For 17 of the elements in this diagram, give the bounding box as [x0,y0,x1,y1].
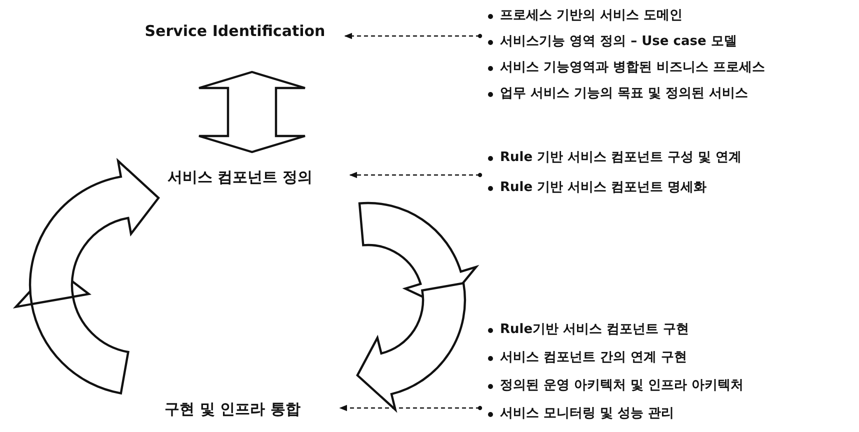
bullet-text: Rule기반 서비스 컴포넌트 구현 [500,322,690,337]
bullet-text: Rule 기반 서비스 컴포넌트 구성 및 연계 [500,150,742,165]
bullet-text: 서비스 모니터링 및 성능 관리 [500,406,674,421]
leader-line [349,172,482,178]
double-block-arrow [198,70,306,154]
stage-label: Service Identification [130,22,340,70]
stage-label: 구현 및 인프라 통합 [130,400,335,426]
bullet-text: Rule 기반 서비스 컴포넌트 명세화 [500,180,707,195]
bullet-text: 서비스기능 영역 정의 – Use case 모델 [500,34,737,49]
bullet-text: 서비스 컴포넌트 간의 연계 구현 [500,350,688,365]
leader-line [339,404,482,412]
bullet-text: 업무 서비스 기능의 목표 및 정의된 서비스 [500,86,748,101]
stage-label: 서비스 컴포넌트 정의 [135,150,345,194]
bullet-text: 서비스 기능영역과 병합된 비즈니스 프로세스 [500,60,766,75]
bullet-text: 프로세스 기반의 서비스 도메인 [500,8,683,23]
leader-line [344,32,482,40]
bullet-text: 정의된 운영 아키텍처 및 인프라 아키텍처 [500,378,744,393]
